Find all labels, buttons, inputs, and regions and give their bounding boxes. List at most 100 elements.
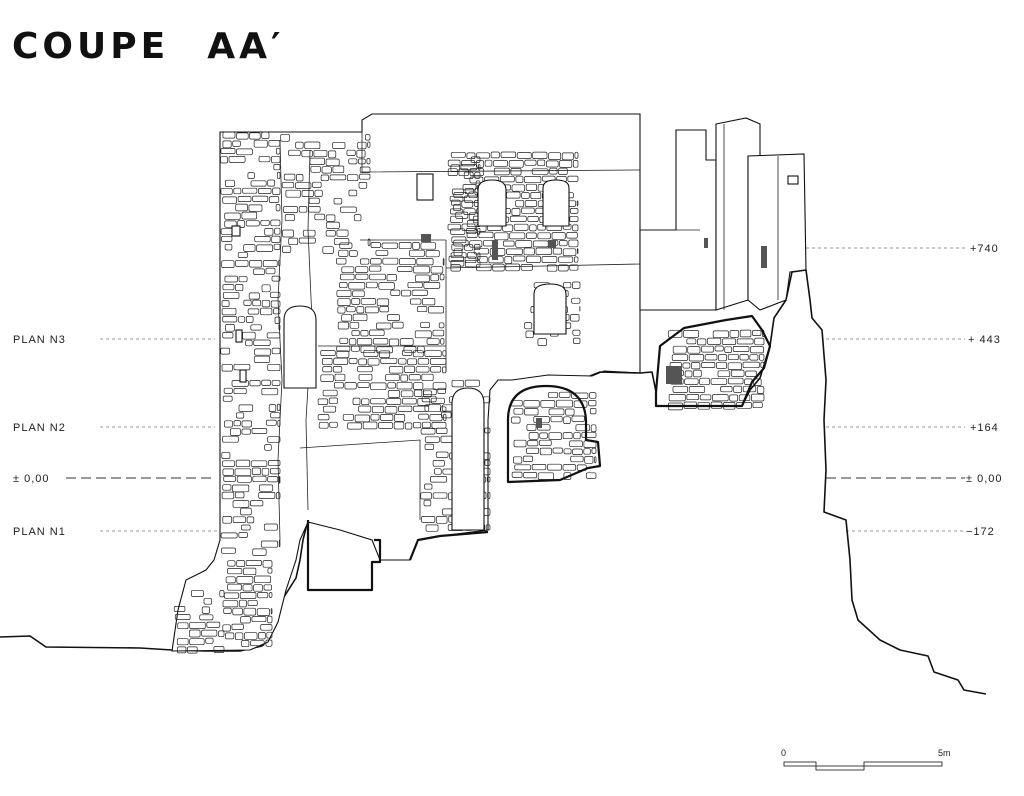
masonry-stone — [363, 349, 379, 357]
masonry-stone — [532, 151, 548, 159]
masonry-stone — [558, 256, 574, 263]
masonry-stone — [440, 338, 445, 345]
masonry-stone — [508, 160, 524, 168]
masonry-stone — [267, 436, 281, 443]
masonry-stone — [736, 338, 754, 345]
masonry-stone — [277, 171, 281, 180]
masonry-stone — [285, 189, 301, 198]
masonry-stone — [420, 428, 436, 435]
masonry-stone — [251, 428, 268, 434]
masonry-stone — [366, 158, 371, 165]
masonry-stone — [224, 243, 233, 251]
masonry-stone — [248, 204, 263, 212]
chamber-beam — [536, 418, 542, 428]
masonry-stone — [499, 175, 515, 183]
masonry-stone — [268, 404, 277, 412]
masonry-stone — [464, 379, 480, 387]
masonry-stone — [727, 353, 739, 361]
masonry-stone — [686, 394, 700, 401]
masonry-stone — [563, 281, 572, 289]
masonry-stone — [341, 266, 355, 274]
masonry-stone — [568, 239, 579, 248]
masonry-stone — [189, 629, 201, 638]
masonry-stone — [540, 400, 556, 408]
masonry-stone — [347, 422, 362, 430]
masonry-stone — [742, 361, 760, 369]
masonry-stone — [221, 491, 235, 500]
masonry-stone — [282, 229, 294, 238]
masonry-stone — [253, 355, 271, 363]
masonry-stone — [266, 631, 273, 639]
masonry-stone — [465, 259, 481, 268]
masonry-stone — [387, 390, 401, 398]
masonry-stone — [432, 382, 447, 390]
masonry-stone — [322, 389, 338, 397]
masonry-stone — [329, 421, 338, 428]
masonry-stone — [503, 240, 515, 247]
masonry-stone — [552, 447, 563, 454]
masonry-stone — [223, 607, 232, 614]
masonry-stone — [739, 329, 752, 338]
masonry-stone — [399, 258, 416, 266]
masonry-stone — [348, 189, 358, 197]
masonry-stone — [308, 206, 321, 213]
masonry-stone — [577, 248, 579, 255]
masonry-stone — [500, 151, 517, 158]
masonry-stone — [370, 258, 382, 265]
masonry-stone — [247, 599, 258, 606]
masonry-stone — [581, 431, 597, 438]
masonry-stone — [562, 464, 577, 471]
masonry-stone — [206, 621, 221, 628]
masonry-stone — [502, 224, 514, 232]
masonry-stone — [360, 258, 370, 265]
masonry-stone — [759, 353, 765, 361]
masonry-stone — [574, 151, 579, 159]
masonry-stone — [246, 516, 255, 524]
masonry-stone — [721, 338, 737, 345]
masonry-stone — [589, 408, 597, 415]
masonry-stone — [256, 244, 273, 252]
masonry-stone — [701, 345, 714, 353]
masonry-stone — [432, 329, 445, 337]
masonry-stone — [320, 174, 329, 182]
masonry-stone — [511, 416, 521, 424]
masonry-stone — [259, 484, 274, 492]
masonry-stone — [515, 199, 525, 208]
masonry-stone — [393, 421, 405, 430]
masonry-stone — [225, 179, 235, 187]
masonry-stone — [511, 208, 521, 216]
masonry-stone — [732, 346, 750, 352]
masonry-stone — [672, 385, 688, 393]
masonry-stone — [272, 187, 281, 195]
masonry-stone — [451, 243, 464, 251]
masonry-stone — [203, 597, 213, 605]
masonry-stone — [378, 282, 395, 290]
masonry-stone — [260, 219, 270, 226]
masonry-stone — [236, 576, 254, 584]
masonry-stone — [356, 338, 373, 346]
masonry-stone — [550, 415, 563, 423]
masonry-stone — [336, 257, 347, 265]
masonry-stone — [222, 624, 231, 632]
masonry-stone — [390, 289, 401, 296]
masonry-stone — [474, 171, 481, 179]
window-arched-2 — [542, 179, 570, 227]
masonry-stone — [361, 398, 370, 406]
masonry-stone — [268, 460, 281, 467]
masonry-stone — [697, 338, 707, 346]
masonry-stone — [333, 357, 349, 365]
masonry-stone — [562, 432, 573, 440]
masonry-stone — [424, 350, 442, 357]
masonry-stone — [269, 291, 281, 298]
masonry-stone — [247, 308, 260, 315]
masonry-stone — [320, 374, 334, 382]
masonry-stone — [222, 395, 233, 402]
masonry-stone — [432, 460, 445, 467]
foundation-outline — [306, 520, 489, 592]
masonry-stone — [218, 630, 225, 638]
masonry-stone — [398, 242, 412, 250]
masonry-stone — [334, 238, 350, 246]
slit-window-1 — [235, 329, 243, 343]
masonry-stone — [233, 187, 242, 195]
masonry-stone — [235, 284, 244, 292]
